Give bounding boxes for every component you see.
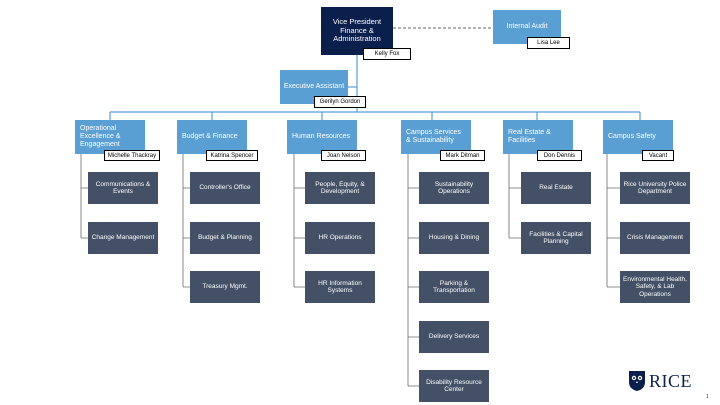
unit-box[interactable]: Crisis Management [620, 222, 690, 254]
unit-label: Rice University Police Department [623, 180, 687, 195]
dept-campus-safety[interactable]: Campus Safety [603, 120, 673, 154]
unit-box[interactable]: HR Information Systems [305, 271, 375, 303]
unit-label: HR Operations [318, 234, 362, 242]
unit-box[interactable]: Change Management [88, 222, 158, 254]
unit-box[interactable]: Housing & Dining [419, 222, 489, 254]
vp-name: Kelly Fox [363, 48, 411, 60]
unit-label: Environmental Health, Safety, & Lab Oper… [623, 275, 687, 298]
unit-label: Delivery Services [428, 333, 480, 341]
executive-assistant-title: Executive Assistant [283, 82, 345, 90]
unit-box[interactable]: Real Estate [521, 172, 591, 204]
unit-box[interactable]: Communications & Events [88, 172, 158, 204]
dept-title: Human Resources [292, 132, 350, 140]
vp-box[interactable]: Vice President Finance & Administration [321, 7, 393, 55]
dept-title: Budget & Finance [182, 132, 238, 140]
executive-assistant-name: Gerilyn Gordon [314, 96, 366, 108]
unit-label: Treasury Mgmt. [202, 283, 248, 291]
unit-label: Sustainability Operations [434, 180, 474, 195]
internal-audit-name: Lisa Lee [527, 37, 570, 49]
unit-label: People, Equity, & Development [315, 180, 365, 195]
unit-box[interactable]: People, Equity, & Development [305, 172, 375, 204]
unit-label: Budget & Planning [198, 234, 252, 242]
unit-box[interactable]: Rice University Police Department [620, 172, 690, 204]
unit-label: Housing & Dining [428, 234, 480, 242]
unit-box[interactable]: Facilities & Capital Planning [521, 222, 591, 254]
unit-box[interactable]: Delivery Services [419, 321, 489, 353]
dept-head-name: Michelle Thackray [104, 150, 160, 161]
logo-text: RICE [649, 370, 693, 391]
dept-human-resources[interactable]: Human Resources [287, 120, 357, 154]
dept-head-name: Mark Ditman [440, 150, 485, 161]
dept-head-name: Don Dennis [537, 150, 582, 161]
unit-box[interactable]: Budget & Planning [190, 222, 260, 254]
dept-campus-services[interactable]: Campus Services & Sustainability [401, 120, 471, 154]
vp-title: Vice President Finance & Administration [332, 17, 382, 44]
unit-box[interactable]: Environmental Health, Safety, & Lab Oper… [620, 271, 690, 303]
unit-box[interactable]: Controller's Office [190, 172, 260, 204]
unit-box[interactable]: Disability Resource Center [419, 370, 489, 402]
page-number: 1 [706, 394, 709, 400]
unit-box[interactable]: Parking & Transportation [419, 271, 489, 303]
rice-logo: RICE [628, 368, 698, 394]
unit-label: Communications & Events [95, 180, 151, 195]
unit-label: Crisis Management [627, 234, 683, 242]
unit-box[interactable]: HR Operations [305, 222, 375, 254]
unit-box[interactable]: Sustainability Operations [419, 172, 489, 204]
unit-label: HR Information Systems [318, 279, 362, 294]
unit-box[interactable]: Treasury Mgmt. [190, 271, 260, 303]
unit-label: Disability Resource Center [426, 378, 482, 393]
dept-head-name: Joan Nelson [321, 150, 366, 161]
dept-title: Campus Services & Sustainability [406, 128, 461, 144]
dept-title: Campus Safety [608, 132, 656, 140]
unit-label: Parking & Transportation [433, 279, 475, 294]
owl-shield-icon [629, 371, 645, 391]
internal-audit-title: Internal Audit [506, 22, 548, 30]
unit-label: Controller's Office [199, 184, 251, 192]
dept-real-estate[interactable]: Real Estate & Facilities [503, 120, 573, 154]
dept-operational-excellence[interactable]: Operational Excellence & Engagement [75, 120, 145, 154]
dept-head-name: Vacant [642, 150, 674, 161]
unit-label: Real Estate [539, 184, 573, 192]
dept-title: Operational Excellence & Engagement [80, 124, 121, 149]
dept-budget-finance[interactable]: Budget & Finance [177, 120, 247, 154]
unit-label: Change Management [91, 234, 155, 242]
unit-label: Facilities & Capital Planning [529, 230, 583, 245]
dept-title: Real Estate & Facilities [508, 128, 551, 144]
dept-head-name: Katrina Spencer [206, 150, 258, 161]
